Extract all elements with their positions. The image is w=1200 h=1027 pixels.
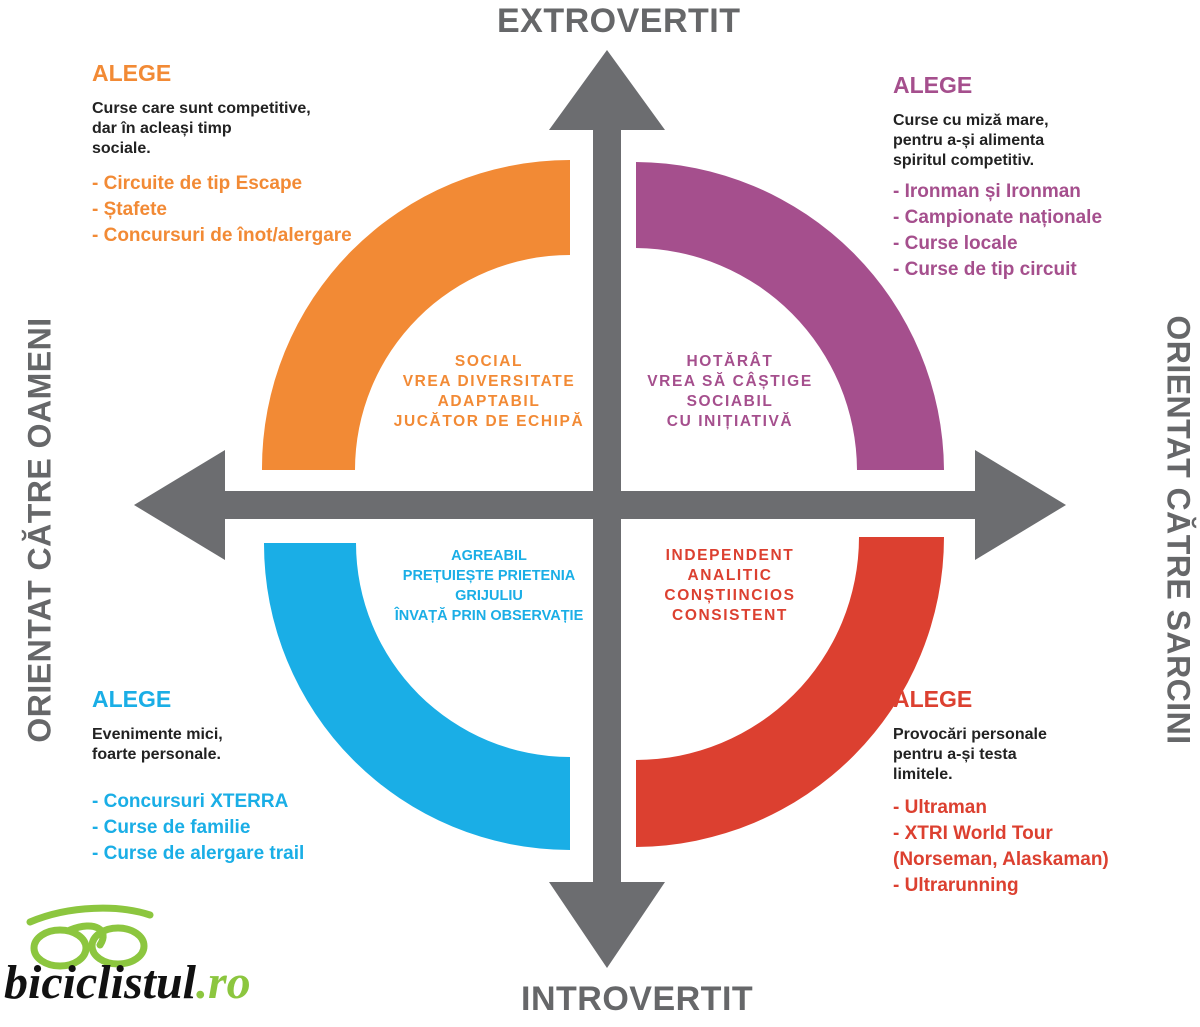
trait-label: CONSISTENT — [672, 607, 788, 624]
quadrant-bottom-right-info: ALEGE Provocări personale pentru a-și te… — [893, 686, 1109, 899]
description-line: Curse cu miză mare, — [893, 112, 1049, 129]
axis-label-top: EXTROVERTIT — [497, 2, 741, 40]
option-item: - Curse de alergare trail — [92, 843, 305, 864]
option-item: - Curse de tip circuit — [893, 259, 1077, 280]
trait-label: SOCIABIL — [686, 393, 774, 410]
option-item: - Ironman și Ironman — [893, 181, 1081, 202]
trait-label: CONȘTIINCIOS — [664, 587, 796, 604]
quadrant-bottom-left-info: ALEGE Evenimente mici, foarte personale.… — [92, 686, 304, 867]
trait-label: PREȚUIEȘTE PRIETENIA — [402, 568, 576, 584]
axis-label-bottom: INTROVERTIT — [521, 980, 754, 1018]
arc-bottom-right — [636, 537, 945, 847]
biciclistul-logo: biciclistul.ro — [4, 904, 251, 1009]
arc-top-left — [261, 160, 570, 470]
option-item: - Curse locale — [893, 233, 1018, 254]
option-item: (Norseman, Alaskaman) — [893, 849, 1109, 870]
option-item: - Concursuri XTERRA — [92, 791, 289, 812]
description-line: spiritul competitiv. — [893, 152, 1035, 169]
description-line: dar în acleași timp — [92, 120, 232, 137]
arc-top-right — [636, 162, 944, 470]
trait-label: SOCIAL — [454, 353, 524, 370]
trait-label: JUCĂTOR DE ECHIPĂ — [393, 413, 585, 430]
trait-label: INDEPENDENT — [665, 547, 795, 564]
alege-heading: ALEGE — [893, 72, 973, 98]
quadrant-top-right-info: ALEGE Curse cu miză mare, pentru a-și al… — [893, 72, 1102, 283]
description-line: Provocări personale — [893, 726, 1047, 743]
trait-label: HOTĂRÂT — [686, 353, 774, 370]
option-item: - Campionate naționale — [893, 207, 1103, 228]
axis-label-left: ORIENTAT CĂTRE OAMENI — [21, 317, 58, 743]
option-item: - Ultraman — [893, 797, 987, 818]
option-item: - XTRI World Tour — [893, 823, 1053, 844]
traits-top-right: HOTĂRÂT VREA SĂ CÂȘTIGE SOCIABIL CU INIȚ… — [615, 352, 845, 432]
arrow-left-icon — [134, 450, 225, 560]
trait-label: VREA SĂ CÂȘTIGE — [647, 373, 813, 390]
alege-heading: ALEGE — [92, 686, 172, 712]
quadrant-top-left-info: ALEGE Curse care sunt competitive, dar î… — [92, 60, 352, 249]
alege-heading: ALEGE — [92, 60, 172, 86]
trait-label: VREA DIVERSITATE — [402, 373, 576, 390]
arrow-right-icon — [975, 450, 1066, 560]
arc-bottom-left — [263, 543, 570, 850]
description-line: limitele. — [893, 766, 953, 783]
axis-label-right: ORIENTAT CĂTRE SARCINI — [1160, 315, 1197, 745]
description-line: Evenimente mici, — [92, 726, 223, 743]
option-item: - Concursuri de înot/alergare — [92, 225, 352, 246]
description-line: Curse care sunt competitive, — [92, 100, 311, 117]
traits-top-left: SOCIAL VREA DIVERSITATE ADAPTABIL JUCĂTO… — [372, 352, 606, 432]
trait-label: CU INIȚIATIVĂ — [666, 413, 794, 430]
trait-label: GRIJULIU — [455, 588, 523, 604]
traits-bottom-right: INDEPENDENT ANALITIC CONȘTIINCIOS CONSIS… — [615, 546, 845, 626]
option-item: - Ultrarunning — [893, 875, 1019, 896]
bicycle-logo-icon — [26, 904, 154, 970]
trait-label: ADAPTABIL — [437, 393, 541, 410]
arrow-down-icon — [549, 882, 665, 968]
arrow-up-icon — [549, 50, 665, 130]
trait-label: ANALITIC — [687, 567, 773, 584]
trait-label: AGREABIL — [451, 548, 527, 564]
description-line: pentru a-și alimenta — [893, 132, 1045, 149]
option-item: - Circuite de tip Escape — [92, 173, 303, 194]
alege-heading: ALEGE — [893, 686, 973, 712]
horizontal-axis-bar — [220, 491, 985, 519]
traits-bottom-left: AGREABIL PREȚUIEȘTE PRIETENIA GRIJULIU Î… — [372, 546, 606, 626]
logo-text: biciclistul.ro — [4, 956, 251, 1009]
description-line: sociale. — [92, 140, 151, 157]
description-line: pentru a-și testa — [893, 746, 1017, 763]
option-item: - Curse de familie — [92, 817, 251, 838]
description-line: foarte personale. — [92, 746, 221, 763]
option-item: - Ștafete — [92, 199, 167, 220]
trait-label: ÎNVAȚĂ PRIN OBSERVAȚIE — [394, 608, 584, 624]
